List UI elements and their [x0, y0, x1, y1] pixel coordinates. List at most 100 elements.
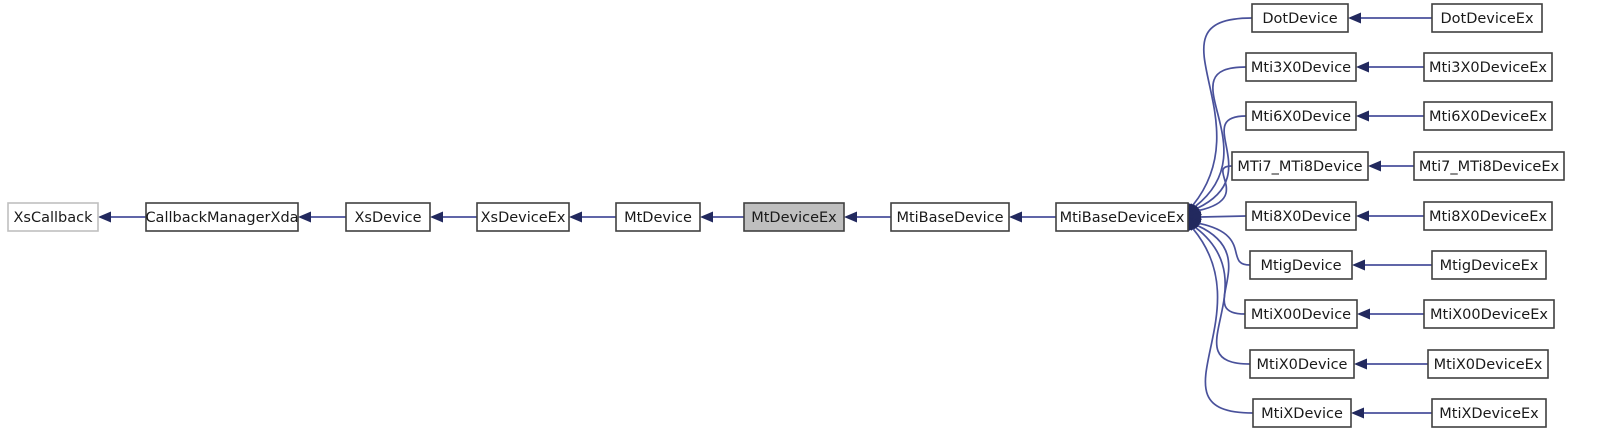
class-node-mtixdeviceex[interactable]: MtiXDeviceEx [1431, 398, 1547, 428]
class-node-box[interactable] [345, 202, 431, 232]
class-node-mti7_mti8device[interactable]: MTi7_MTi8Device [1231, 151, 1369, 181]
edge-arrowhead [1354, 358, 1367, 370]
edge-line [1199, 165, 1233, 212]
class-node-xsdeviceex[interactable]: XsDeviceEx [476, 202, 570, 232]
class-node-box[interactable] [1423, 52, 1553, 82]
class-node-box[interactable] [1423, 201, 1553, 231]
inheritance-edge [298, 211, 346, 223]
inheritance-edge [1356, 110, 1424, 122]
edge-arrowhead [298, 211, 311, 223]
class-node-mti6x0deviceex[interactable]: Mti6X0DeviceEx [1423, 101, 1553, 131]
class-node-mtibasedevice[interactable]: MtiBaseDevice [890, 202, 1010, 232]
class-node-mtibasedeviceex[interactable]: MtiBaseDeviceEx [1055, 202, 1189, 232]
class-node-dotdeviceex[interactable]: DotDeviceEx [1431, 3, 1543, 33]
class-node-mti8x0device[interactable]: Mti8X0Device [1245, 201, 1357, 231]
edge-arrowhead [1348, 12, 1361, 24]
class-node-xscallback[interactable]: XsCallback [7, 202, 99, 232]
edge-line [1199, 222, 1251, 266]
class-node-mtixdevice[interactable]: MtiXDevice [1252, 398, 1352, 428]
inheritance-edge [1368, 160, 1414, 172]
class-node-box[interactable] [1245, 52, 1357, 82]
class-node-box[interactable] [1245, 201, 1357, 231]
inheritance-edge [1352, 259, 1432, 271]
inheritance-edge [1009, 211, 1056, 223]
edge-arrowhead [1356, 110, 1369, 122]
edge-arrowhead [1351, 407, 1364, 419]
edge-arrowhead [1009, 211, 1022, 223]
inheritance-edge [1356, 210, 1424, 222]
inheritance-edge [1354, 358, 1428, 370]
class-node-box[interactable] [1431, 398, 1547, 428]
class-node-box[interactable] [1413, 151, 1565, 181]
inheritance-edge [1357, 308, 1424, 320]
class-node-box[interactable] [476, 202, 570, 232]
class-node-box[interactable] [1427, 349, 1549, 379]
inheritance-edge [98, 211, 146, 223]
inheritance-edge [844, 211, 891, 223]
class-node-box[interactable] [1423, 101, 1553, 131]
class-node-box[interactable] [890, 202, 1010, 232]
class-node-box[interactable] [1244, 299, 1358, 329]
class-node-xsdevice[interactable]: XsDevice [345, 202, 431, 232]
edge-line [1194, 66, 1247, 207]
inheritance-edge [1188, 217, 1254, 414]
edge-line [1192, 17, 1253, 206]
edge-arrowhead [1356, 210, 1369, 222]
edge-layer [98, 12, 1432, 419]
class-node-box[interactable] [1431, 250, 1547, 280]
edge-arrowhead [430, 211, 443, 223]
class-node-box[interactable] [1055, 202, 1189, 232]
inheritance-edge [1348, 12, 1432, 24]
edge-line [1197, 115, 1247, 209]
class-node-mtdeviceex[interactable]: MtDeviceEx [743, 202, 845, 232]
edge-line [1195, 226, 1251, 365]
class-node-box[interactable] [145, 202, 299, 232]
edge-arrowhead [1356, 61, 1369, 73]
edge-arrowhead [844, 211, 857, 223]
edge-arrowhead [700, 211, 713, 223]
inheritance-edge [1351, 407, 1432, 419]
edge-arrowhead [1368, 160, 1381, 172]
class-node-box[interactable] [743, 202, 845, 232]
edge-line [1200, 215, 1247, 218]
inheritance-edge [430, 211, 477, 223]
class-node-box[interactable] [1249, 349, 1355, 379]
class-node-callbackmanagerxda[interactable]: CallbackManagerXda [145, 202, 299, 232]
class-node-mtdevice[interactable]: MtDevice [615, 202, 701, 232]
class-node-mtix00device[interactable]: MtiX00Device [1244, 299, 1358, 329]
edge-arrowhead [1352, 259, 1365, 271]
inheritance-edge [1187, 17, 1253, 217]
class-node-mtix0device[interactable]: MtiX0Device [1249, 349, 1355, 379]
class-node-box[interactable] [1245, 101, 1357, 131]
inheritance-edge [569, 211, 616, 223]
class-node-mtigdeviceex[interactable]: MtigDeviceEx [1431, 250, 1547, 280]
inheritance-edge [1188, 217, 1246, 315]
class-node-mtigdevice[interactable]: MtigDevice [1249, 250, 1353, 280]
edge-arrowhead [1188, 217, 1199, 232]
class-node-mti7_mti8deviceex[interactable]: Mti7_MTi8DeviceEx [1413, 151, 1565, 181]
class-node-box[interactable] [7, 202, 99, 232]
inheritance-edge [1188, 217, 1251, 365]
edge-line [1197, 224, 1246, 315]
class-node-mti3x0deviceex[interactable]: Mti3X0DeviceEx [1423, 52, 1553, 82]
class-node-box[interactable] [615, 202, 701, 232]
inheritance-edge [1356, 61, 1424, 73]
class-node-box[interactable] [1423, 299, 1555, 329]
class-node-mti3x0device[interactable]: Mti3X0Device [1245, 52, 1357, 82]
edge-arrowhead [569, 211, 582, 223]
class-node-box[interactable] [1251, 3, 1349, 33]
class-node-mtix0deviceex[interactable]: MtiX0DeviceEx [1427, 349, 1549, 379]
class-node-box[interactable] [1249, 250, 1353, 280]
class-node-mtix00deviceex[interactable]: MtiX00DeviceEx [1423, 299, 1555, 329]
class-node-dotdevice[interactable]: DotDevice [1251, 3, 1349, 33]
node-layer: XsCallback CallbackManagerXda XsDevice XsDe… [7, 3, 1565, 428]
edge-line [1192, 228, 1254, 414]
class-node-box[interactable] [1431, 3, 1543, 33]
class-node-mti6x0device[interactable]: Mti6X0Device [1245, 101, 1357, 131]
class-node-box[interactable] [1231, 151, 1369, 181]
class-node-box[interactable] [1252, 398, 1352, 428]
edge-arrowhead [1357, 308, 1370, 320]
class-node-mti8x0deviceex[interactable]: Mti8X0DeviceEx [1423, 201, 1553, 231]
